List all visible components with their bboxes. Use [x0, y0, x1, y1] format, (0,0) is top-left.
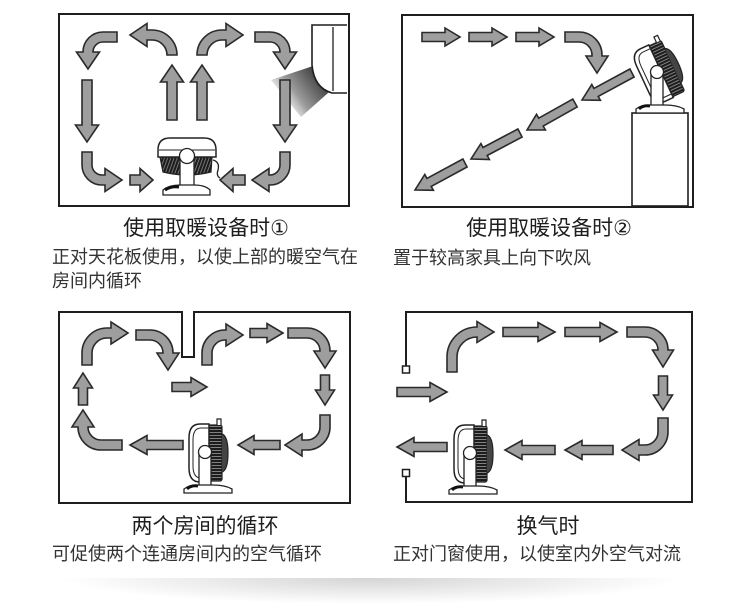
room-outline-with-window	[405, 311, 693, 503]
straight-airflow-arrow-icon	[72, 371, 94, 406]
two-room-outline	[58, 311, 351, 504]
furniture-pedestal	[631, 112, 689, 207]
straight-airflow-arrow-icon	[171, 376, 209, 398]
panel-1-description: 正对天花板使用，以使上部的暖空气在房间内循环	[52, 247, 358, 292]
curved-airflow-arrow-icon	[620, 417, 669, 462]
straight-airflow-arrow-icon	[515, 26, 556, 48]
straight-airflow-arrow-icon	[564, 321, 619, 343]
airflow-arrows	[413, 26, 636, 192]
straight-airflow-arrow-icon	[395, 436, 448, 458]
page-bottom-shadow	[60, 578, 680, 604]
panel-2-illustration	[401, 14, 694, 208]
straight-airflow-arrow-icon	[128, 434, 184, 456]
straight-airflow-arrow-icon	[188, 63, 216, 121]
straight-airflow-arrow-icon	[129, 166, 155, 194]
curved-airflow-arrow-icon	[128, 21, 178, 56]
curved-airflow-arrow-icon	[135, 329, 181, 372]
straight-airflow-arrow-icon	[158, 63, 186, 121]
curved-airflow-arrow-icon	[74, 31, 118, 71]
straight-airflow-arrow-icon	[525, 98, 579, 131]
straight-airflow-arrow-icon	[563, 439, 614, 461]
straight-airflow-arrow-icon	[468, 26, 509, 48]
straight-airflow-arrow-icon	[580, 67, 636, 102]
curved-airflow-arrow-icon	[626, 326, 675, 369]
straight-airflow-arrow-icon	[413, 157, 469, 192]
fan-icon	[447, 419, 499, 496]
panel-3-illustration	[58, 311, 351, 504]
curved-airflow-arrow-icon	[283, 414, 331, 458]
panel-2-title: 使用取暖设备时②	[466, 216, 632, 240]
panel-4-illustration	[395, 311, 693, 503]
straight-airflow-arrow-icon	[218, 166, 246, 194]
panel-4-description: 正对门窗使用，以使室内外空气对流	[393, 544, 681, 565]
panel-3-description: 可促使两个连通房间内的空气循环	[52, 544, 322, 565]
straight-airflow-arrow-icon	[271, 79, 299, 144]
panel-1-title: 使用取暖设备时①	[123, 216, 289, 240]
panel-1-illustration	[58, 13, 350, 207]
curved-airflow-arrow-icon	[250, 151, 291, 194]
curved-airflow-arrow-icon	[564, 31, 610, 75]
fan-icon	[182, 418, 234, 495]
airflow-arrows	[73, 21, 299, 194]
straight-airflow-arrow-icon	[396, 381, 449, 403]
air-conditioner-icon	[311, 24, 347, 94]
panel-4-title: 换气时	[516, 514, 580, 538]
straight-airflow-arrow-icon	[503, 439, 556, 461]
airflow-arrows	[70, 320, 338, 458]
panel-3-title: 两个房间的循环	[131, 514, 279, 538]
airflow-arrows	[395, 320, 675, 462]
curved-airflow-arrow-icon	[446, 320, 496, 373]
curved-airflow-arrow-icon	[254, 31, 299, 71]
straight-airflow-arrow-icon	[73, 79, 101, 144]
curved-airflow-arrow-icon	[81, 151, 124, 194]
curved-airflow-arrow-icon	[70, 408, 123, 451]
fan-icon	[627, 31, 692, 115]
window-hinge-icon	[401, 365, 411, 374]
panel-2-description: 置于较高家具上向下吹风	[393, 248, 591, 269]
curved-airflow-arrow-icon	[201, 322, 245, 366]
warm-air-cone	[271, 66, 328, 117]
curved-airflow-arrow-icon	[81, 320, 130, 366]
curved-airflow-arrow-icon	[196, 21, 245, 56]
window-hinge-icon	[401, 468, 411, 478]
fan-icon	[157, 137, 221, 196]
room-outline	[401, 14, 694, 208]
straight-airflow-arrow-icon	[236, 434, 281, 456]
straight-airflow-arrow-icon	[652, 375, 674, 412]
straight-airflow-arrow-icon	[469, 127, 524, 161]
room-outline	[58, 13, 350, 207]
straight-airflow-arrow-icon	[249, 322, 285, 344]
curved-airflow-arrow-icon	[287, 327, 338, 370]
straight-airflow-arrow-icon	[421, 26, 462, 48]
straight-airflow-arrow-icon	[314, 374, 336, 407]
straight-airflow-arrow-icon	[502, 321, 557, 343]
